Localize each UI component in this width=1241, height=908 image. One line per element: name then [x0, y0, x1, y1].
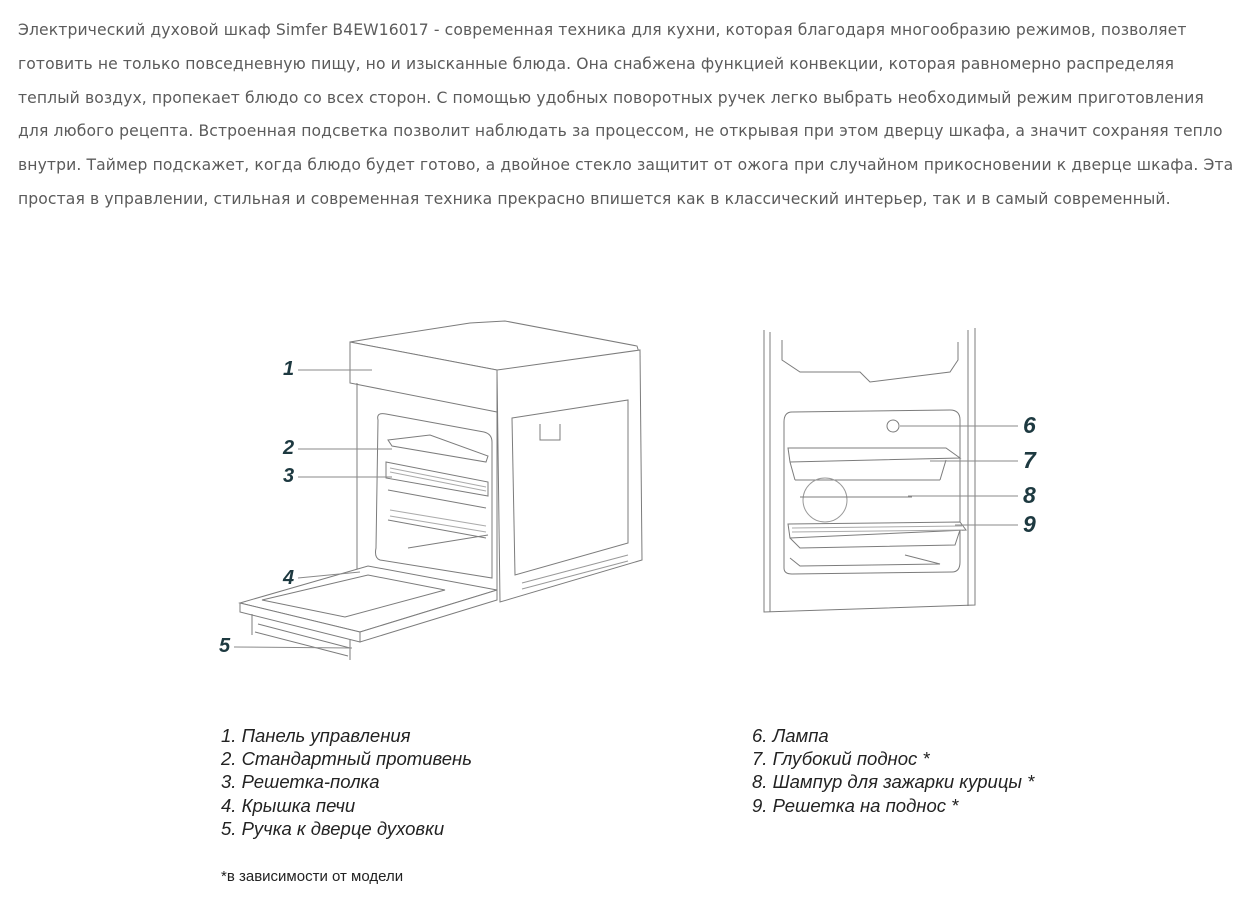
legend-item: 7. Глубокий поднос *: [752, 748, 930, 770]
description-line: готовить не только повседневную пищу, но…: [18, 54, 1175, 73]
callout-9: 9: [1023, 511, 1036, 537]
callout-6: 6: [1023, 412, 1036, 438]
description-line: для любого рецепта. Встроенная подсветка…: [18, 122, 1223, 141]
callout-7: 7: [1023, 447, 1036, 473]
callout-5: 5: [219, 635, 231, 657]
oven-perspective-drawing: [238, 320, 643, 660]
footnote: *в зависимости от модели: [221, 868, 404, 885]
description-line: теплый воздух, пропекает блюдо со всех с…: [18, 88, 1204, 107]
legend-item: 6. Лампа: [752, 725, 829, 746]
legend-item: 2. Стандартный противень: [221, 748, 472, 770]
legend-item: 8. Шампур для зажарки курицы *: [752, 771, 1035, 793]
description-line: простая в управлении, стильная и совреме…: [18, 189, 1171, 208]
product-description: Электрический духовой шкаф Simfer B4EW16…: [18, 14, 1233, 217]
callout-2: 2: [283, 437, 295, 459]
legend-left: 1. Панель управления 2. Стандартный прот…: [221, 724, 472, 840]
oven-front-drawing: [763, 328, 976, 613]
description-line: Электрический духовой шкаф Simfer B4EW16…: [18, 21, 1187, 39]
callout-4: 4: [283, 567, 295, 589]
legend-right: 6. Лампа 7. Глубокий поднос * 8. Шампур …: [752, 724, 1034, 817]
callout-3: 3: [283, 465, 295, 487]
legend-item: 1. Панель управления: [221, 725, 411, 746]
callout-8: 8: [1023, 482, 1036, 508]
callout-1: 1: [283, 358, 295, 380]
description-line: внутри. Таймер подскажет, когда блюдо бу…: [18, 156, 1234, 175]
legend-item: 9. Решетка на поднос *: [752, 794, 959, 816]
oven-diagram: [233, 320, 1018, 660]
legend-item: 5. Ручка к дверце духовки: [221, 817, 445, 839]
callout-lines: [233, 369, 1018, 649]
legend-item: 4. Крышка печи: [221, 794, 356, 816]
legend-item: 3. Решетка-полка: [221, 771, 380, 793]
